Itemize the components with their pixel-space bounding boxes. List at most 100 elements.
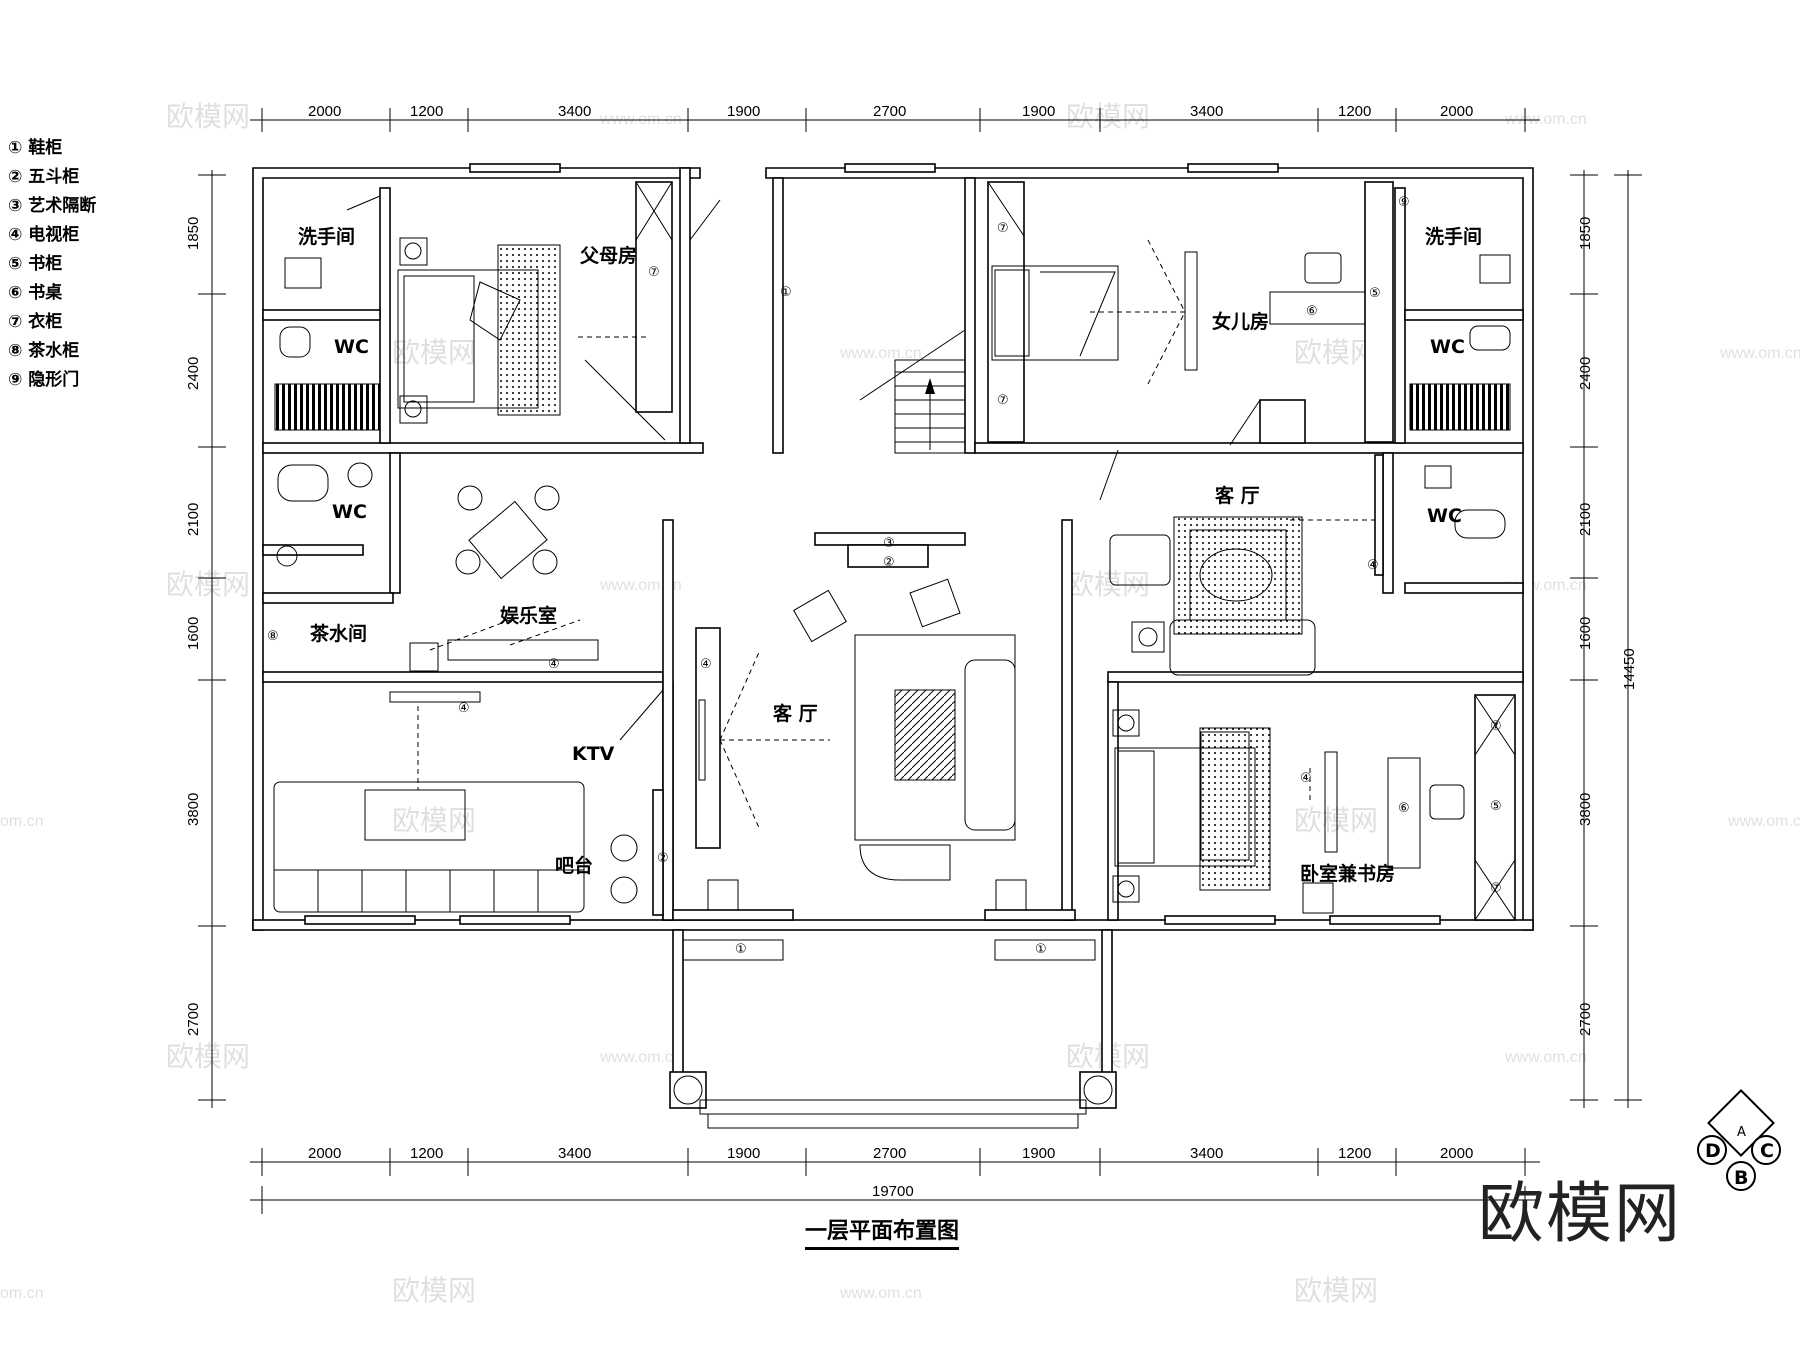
dim-label: 1850 bbox=[185, 217, 202, 250]
tag-chest: ② bbox=[657, 851, 669, 866]
dim-label: 2000 bbox=[308, 103, 341, 120]
tag-shoe-cabinet: ① bbox=[735, 942, 747, 957]
label-wc-left-mid: WC bbox=[332, 501, 367, 523]
tag-desk: ⑥ bbox=[1306, 304, 1318, 319]
tag-hidden-door: ⑨ bbox=[1398, 195, 1410, 210]
watermark: 欧模网 bbox=[1066, 100, 1150, 133]
label-wc-right-top: WC bbox=[1430, 336, 1465, 358]
legend-item: ④ 电视柜 bbox=[8, 225, 80, 245]
tag-shoe-cabinet: ① bbox=[780, 285, 792, 300]
outer-walls bbox=[252, 163, 1534, 931]
watermark-url: www.om.cn bbox=[599, 1049, 682, 1066]
watermark: 欧模网 bbox=[1294, 1274, 1378, 1307]
dim-label: 3800 bbox=[185, 793, 202, 826]
watermark-url: www.om.cn bbox=[1504, 1049, 1587, 1066]
label-parents-room: 父母房 bbox=[579, 244, 637, 267]
tag-tea-cabinet: ⑧ bbox=[267, 629, 279, 644]
furniture-tags: ⑦ ① ⑧ ④ ④ ④ ② ③ ② ① ① ⑦ ⑦ ⑥ ⑤ ⑨ ④ ④ ⑥ ⑦ … bbox=[267, 195, 1502, 957]
label-washroom-right: 洗手间 bbox=[1425, 225, 1482, 248]
tag-bookcase: ⑤ bbox=[1369, 286, 1381, 301]
legend-item: ⑦ 衣柜 bbox=[8, 312, 63, 332]
right-dimension-line: 1850 2400 2100 1600 3800 2700 14450 bbox=[1570, 170, 1642, 1108]
furniture-legend: ① 鞋柜 ② 五斗柜 ③ 艺术隔断 ④ 电视柜 ⑤ 书柜 ⑥ 书桌 ⑦ 衣柜 ⑧… bbox=[8, 134, 96, 395]
brand-logo: 欧模网 bbox=[1478, 1175, 1682, 1252]
label-ktv: KTV bbox=[572, 743, 615, 765]
legend-item: ① 鞋柜 bbox=[8, 138, 63, 158]
label-bedroom-study: 卧室兼书房 bbox=[1300, 862, 1395, 885]
tag-wardrobe: ⑦ bbox=[648, 265, 660, 280]
label-bar: 吧台 bbox=[555, 854, 593, 877]
legend-item: ⑧ 茶水柜 bbox=[8, 341, 80, 361]
label-living-room-center: 客 厅 bbox=[773, 702, 818, 725]
dim-label: 2400 bbox=[185, 357, 202, 390]
dim-label: 2400 bbox=[1577, 357, 1594, 390]
label-daughter-room: 女儿房 bbox=[1212, 310, 1269, 333]
tag-tv-cabinet: ④ bbox=[1300, 771, 1312, 786]
label-entertainment-room: 娱乐室 bbox=[500, 604, 557, 627]
room-labels: 洗手间 父母房 WC WC 茶水间 娱乐室 KTV 吧台 客 厅 女儿房 洗手间… bbox=[298, 225, 1482, 885]
dim-label: 2000 bbox=[308, 1145, 341, 1162]
watermark: 欧模网 bbox=[1294, 804, 1378, 837]
dim-label: 2700 bbox=[1577, 1003, 1594, 1036]
dim-label: 2700 bbox=[185, 1003, 202, 1036]
tag-wardrobe: ⑦ bbox=[1490, 881, 1502, 896]
watermark: 欧模网 bbox=[166, 100, 250, 133]
left-dimension-line: 1850 2400 2100 1600 3800 2700 bbox=[185, 170, 226, 1108]
compass-d: D bbox=[1705, 1140, 1721, 1162]
dim-label: 1200 bbox=[410, 103, 443, 120]
staircase bbox=[859, 329, 966, 454]
dim-label: 3400 bbox=[1190, 1145, 1223, 1162]
dim-label: 1200 bbox=[1338, 103, 1371, 120]
watermark-url: www.om.cn bbox=[839, 345, 922, 362]
tag-desk: ⑥ bbox=[1398, 801, 1410, 816]
label-washroom-left: 洗手间 bbox=[298, 225, 355, 248]
legend-item: ③ 艺术隔断 bbox=[8, 196, 97, 216]
watermark-url: www.om.cn bbox=[599, 577, 682, 594]
center-living-room-furniture bbox=[695, 578, 1027, 911]
compass-c: C bbox=[1760, 1140, 1774, 1162]
tag-tv-cabinet: ④ bbox=[700, 657, 712, 672]
entertainment-room-furniture bbox=[409, 485, 599, 672]
ktv-furniture bbox=[273, 691, 664, 916]
plan-title: 一层平面布置图 bbox=[805, 1213, 960, 1250]
watermark-url: www.om.cn bbox=[839, 1285, 922, 1302]
entry-porch bbox=[669, 929, 1117, 1129]
dim-label: 1900 bbox=[1022, 103, 1055, 120]
tag-wardrobe: ⑦ bbox=[997, 221, 1009, 236]
dim-label: 1600 bbox=[185, 617, 202, 650]
top-dimension-line: 2000 1200 3400 1900 2700 1900 3400 1200 … bbox=[250, 103, 1540, 132]
dim-label: 2000 bbox=[1440, 1145, 1473, 1162]
dim-label: 1850 bbox=[1577, 217, 1594, 250]
dim-label: 2000 bbox=[1440, 103, 1473, 120]
tag-shoe-cabinet: ① bbox=[1035, 942, 1047, 957]
interior-walls-center bbox=[662, 177, 1076, 921]
bottom-dimension-line: 2000 1200 3400 1900 2700 1900 3400 1200 … bbox=[250, 1145, 1540, 1214]
dim-label: 1900 bbox=[727, 1145, 760, 1162]
watermark: 欧模网 bbox=[166, 568, 250, 601]
watermark-url: om.cn bbox=[0, 1285, 44, 1302]
legend-item: ⑤ 书柜 bbox=[8, 254, 63, 274]
watermark-url: om.cn bbox=[0, 813, 44, 830]
dim-label: 1200 bbox=[410, 1145, 443, 1162]
dim-label: 1600 bbox=[1577, 617, 1594, 650]
right-living-room-furniture bbox=[1109, 454, 1506, 676]
tag-tv-cabinet: ④ bbox=[548, 657, 560, 672]
watermark-url: www.om.cn bbox=[1719, 345, 1800, 362]
dim-label: 3400 bbox=[558, 1145, 591, 1162]
dim-label: 3400 bbox=[1190, 103, 1223, 120]
label-wc-right-mid: WC bbox=[1427, 505, 1462, 527]
tag-tv-cabinet: ④ bbox=[458, 701, 470, 716]
watermark: 欧模网 bbox=[392, 1274, 476, 1307]
watermark: 欧模网 bbox=[392, 336, 476, 369]
dim-label: 1200 bbox=[1338, 1145, 1371, 1162]
tag-art-partition: ③ bbox=[883, 536, 895, 551]
label-wc-left-top: WC bbox=[334, 336, 369, 358]
watermark: 欧模网 bbox=[1294, 336, 1378, 369]
interior-walls-left bbox=[262, 167, 704, 921]
dim-label: 2100 bbox=[185, 503, 202, 536]
dim-label: 1900 bbox=[727, 103, 760, 120]
compass-a: A bbox=[1737, 1125, 1746, 1140]
watermarks: 欧模网 www.om.cn 欧模网 www.om.cn 欧模网 欧模网 www.… bbox=[0, 100, 1800, 1307]
dim-label: 2100 bbox=[1577, 503, 1594, 536]
